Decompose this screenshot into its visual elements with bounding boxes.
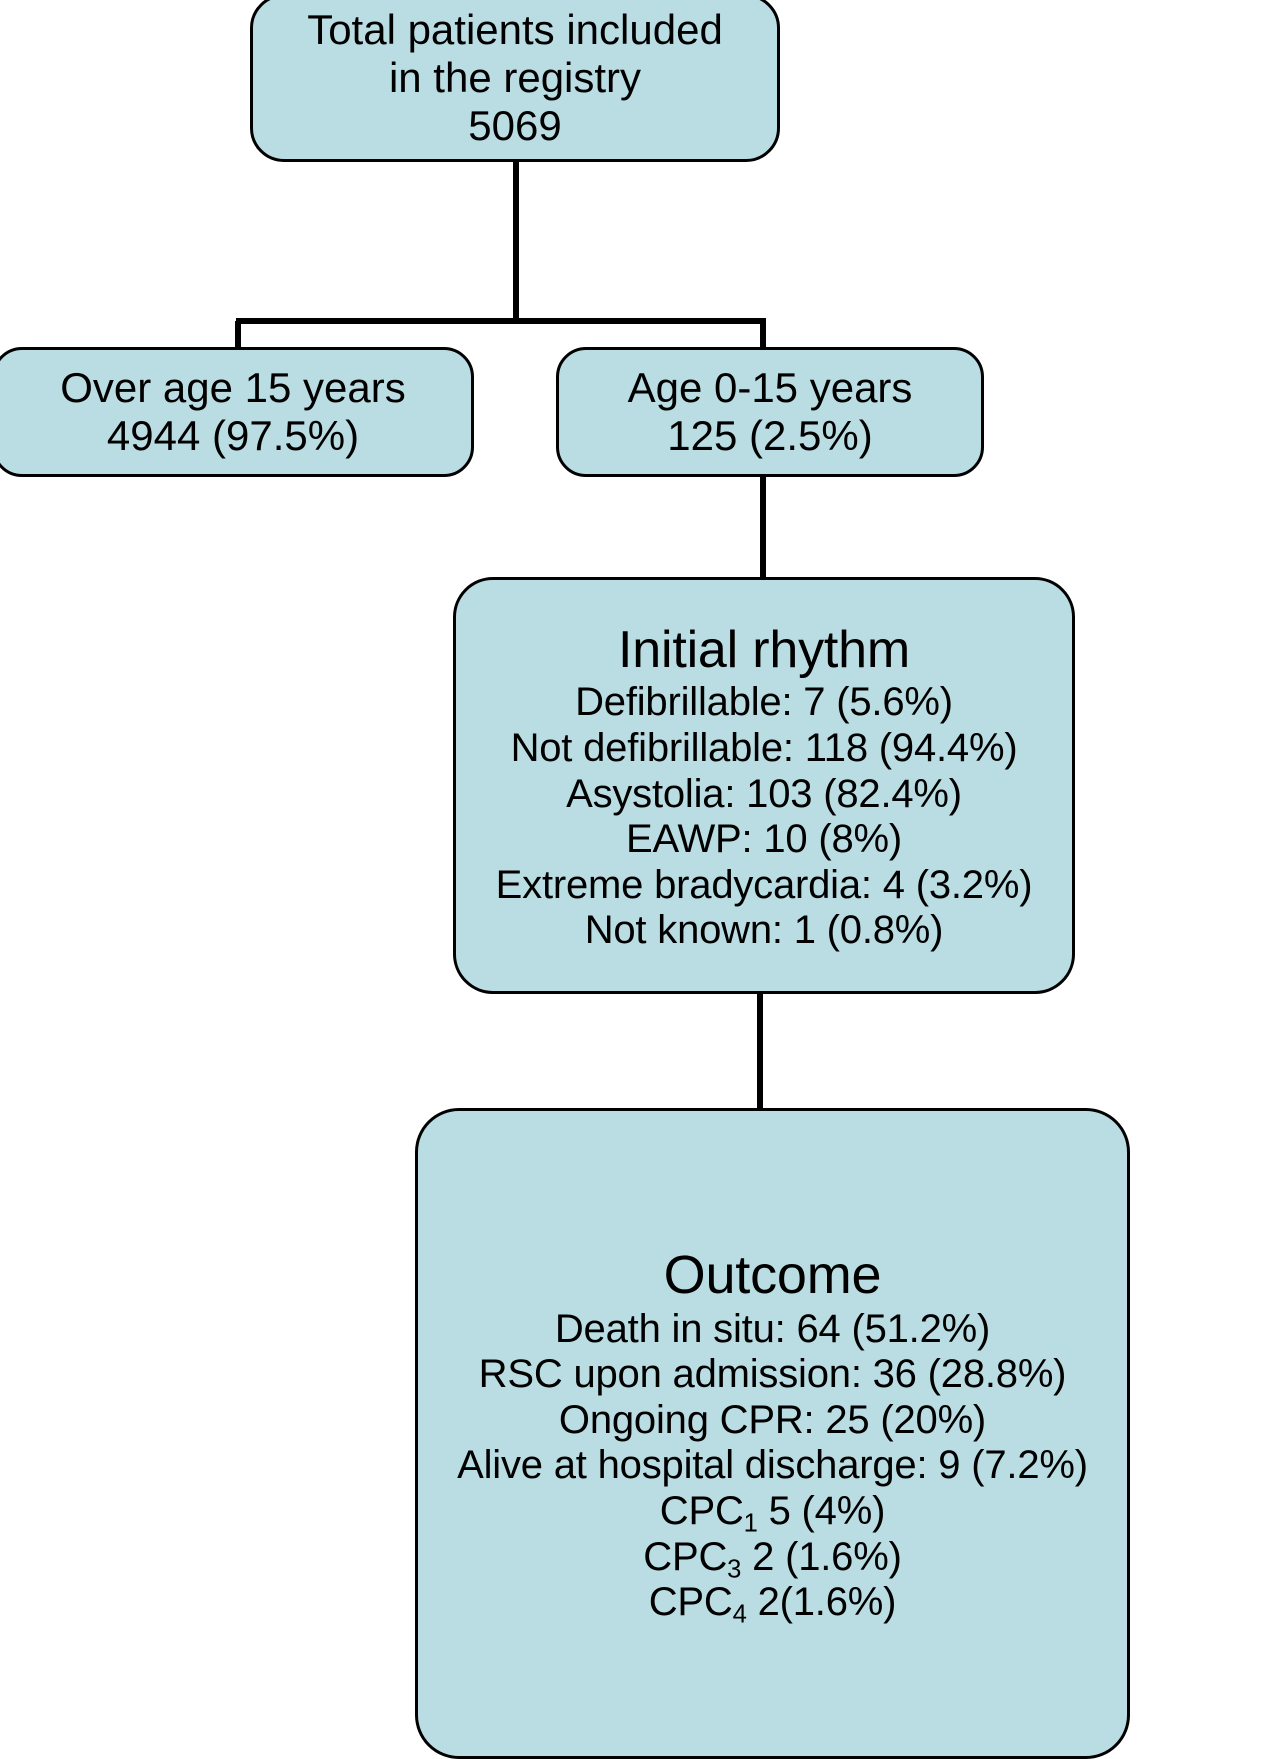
node-outcome: Outcome Death in situ: 64 (51.2%) RSC up… [415,1108,1130,1759]
cpc4-label: CPC [648,1580,733,1625]
outcome-item-cpc1: CPC1 5 (4%) [659,1489,886,1538]
node-over-age-15: Over age 15 years 4944 (97.5%) [0,347,474,477]
over15-line-1: Over age 15 years [60,364,406,412]
age015-line-1: Age 0-15 years [627,364,913,412]
rhythm-item-not-defibrillable: Not defibrillable: 118 (94.4%) [510,725,1018,770]
cpc1-value: 5 (4%) [757,1489,886,1534]
rhythm-title: Initial rhythm [618,621,910,680]
cpc1-subscript: 1 [743,1509,758,1538]
outcome-item-death-in-situ: Death in situ: 64 (51.2%) [554,1306,991,1351]
total-line-1: Total patients included [307,6,723,54]
total-line-3: 5069 [468,101,562,149]
node-initial-rhythm: Initial rhythm Defibrillable: 7 (5.6%) N… [453,577,1075,994]
cpc4-value: 2(1.6%) [746,1580,897,1625]
rhythm-item-asystolia: Asystolia: 103 (82.4%) [566,771,962,816]
cpc3-subscript: 3 [727,1555,742,1584]
rhythm-item-defibrillable: Defibrillable: 7 (5.6%) [575,680,953,725]
over15-line-2: 4944 (97.5%) [106,412,360,459]
outcome-item-cpc4: CPC4 2(1.6%) [648,1580,897,1629]
age015-line-2: 125 (2.5%) [667,412,873,459]
cpc4-subscript: 4 [732,1600,747,1629]
outcome-item-ongoing-cpr: Ongoing CPR: 25 (20%) [558,1397,987,1442]
cpc3-label: CPC [643,1534,728,1579]
rhythm-item-not-known: Not known: 1 (0.8%) [584,908,944,953]
cpc1-label: CPC [659,1489,744,1534]
cpc3-value: 2 (1.6%) [741,1534,902,1579]
node-age-0-15: Age 0-15 years 125 (2.5%) [556,347,984,477]
outcome-item-alive-at-discharge: Alive at hospital discharge: 9 (7.2%) [457,1443,1088,1488]
node-total-patients: Total patients included in the registry … [250,0,780,162]
outcome-item-cpc3: CPC3 2 (1.6%) [643,1534,902,1584]
outcome-title: Outcome [663,1245,882,1306]
total-line-2: in the registry [388,54,642,102]
rhythm-item-extreme-bradycardia: Extreme bradycardia: 4 (3.2%) [495,862,1033,907]
outcome-item-rsc-upon-admission: RSC upon admission: 36 (28.8%) [478,1352,1067,1397]
rhythm-item-eawp: EAWP: 10 (8%) [626,817,902,862]
